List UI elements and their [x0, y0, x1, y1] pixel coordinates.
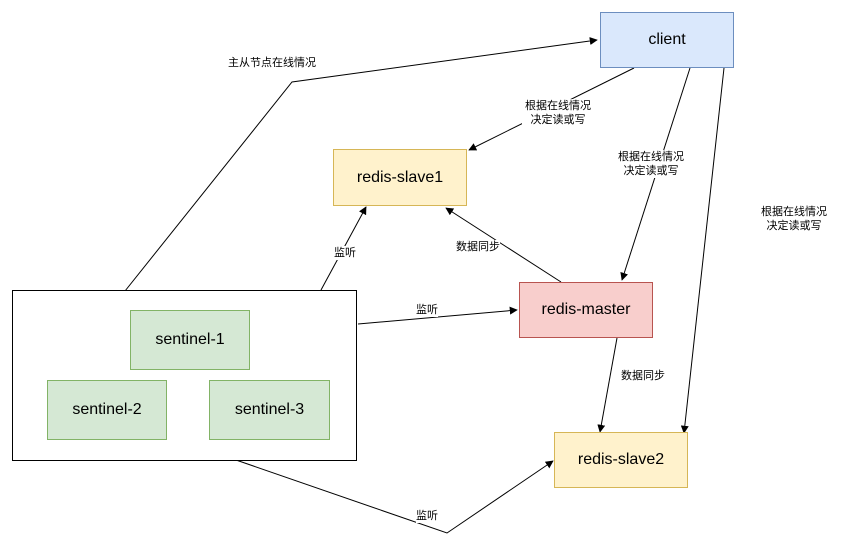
label-sentinel-to-master: 监听 [416, 303, 438, 317]
label-sentinel-to-slave1: 监听 [334, 246, 356, 260]
sentinel-3-node: sentinel-3 [209, 380, 330, 440]
sentinel-1-node: sentinel-1 [130, 310, 250, 370]
redis-slave1-node: redis-slave1 [333, 149, 467, 206]
label-client-to-master: 根据在线情况 决定读或写 [615, 150, 687, 178]
label-sentinel-to-client: 主从节点在线情况 [228, 56, 316, 70]
edge-sentinel-to-master [357, 306, 518, 325]
label-sentinel-to-slave2: 监听 [416, 509, 438, 523]
label-client-to-slave2: 根据在线情况 决定读或写 [758, 205, 830, 233]
redis-slave2-node: redis-slave2 [554, 432, 688, 488]
client-node: client [600, 12, 734, 68]
edge-client-to-slave2 [680, 67, 725, 434]
label-master-to-slave2: 数据同步 [621, 369, 665, 383]
edge-sentinel-to-slave2 [235, 459, 554, 534]
sentinel-2-node: sentinel-2 [47, 380, 167, 440]
edge-sentinel-to-client [124, 37, 598, 292]
edge-master-to-slave1 [445, 207, 562, 283]
label-client-to-slave1: 根据在线情况 决定读或写 [522, 99, 594, 127]
edge-master-to-slave2 [597, 337, 618, 433]
redis-master-node: redis-master [519, 282, 653, 338]
label-master-to-slave1: 数据同步 [456, 240, 500, 254]
